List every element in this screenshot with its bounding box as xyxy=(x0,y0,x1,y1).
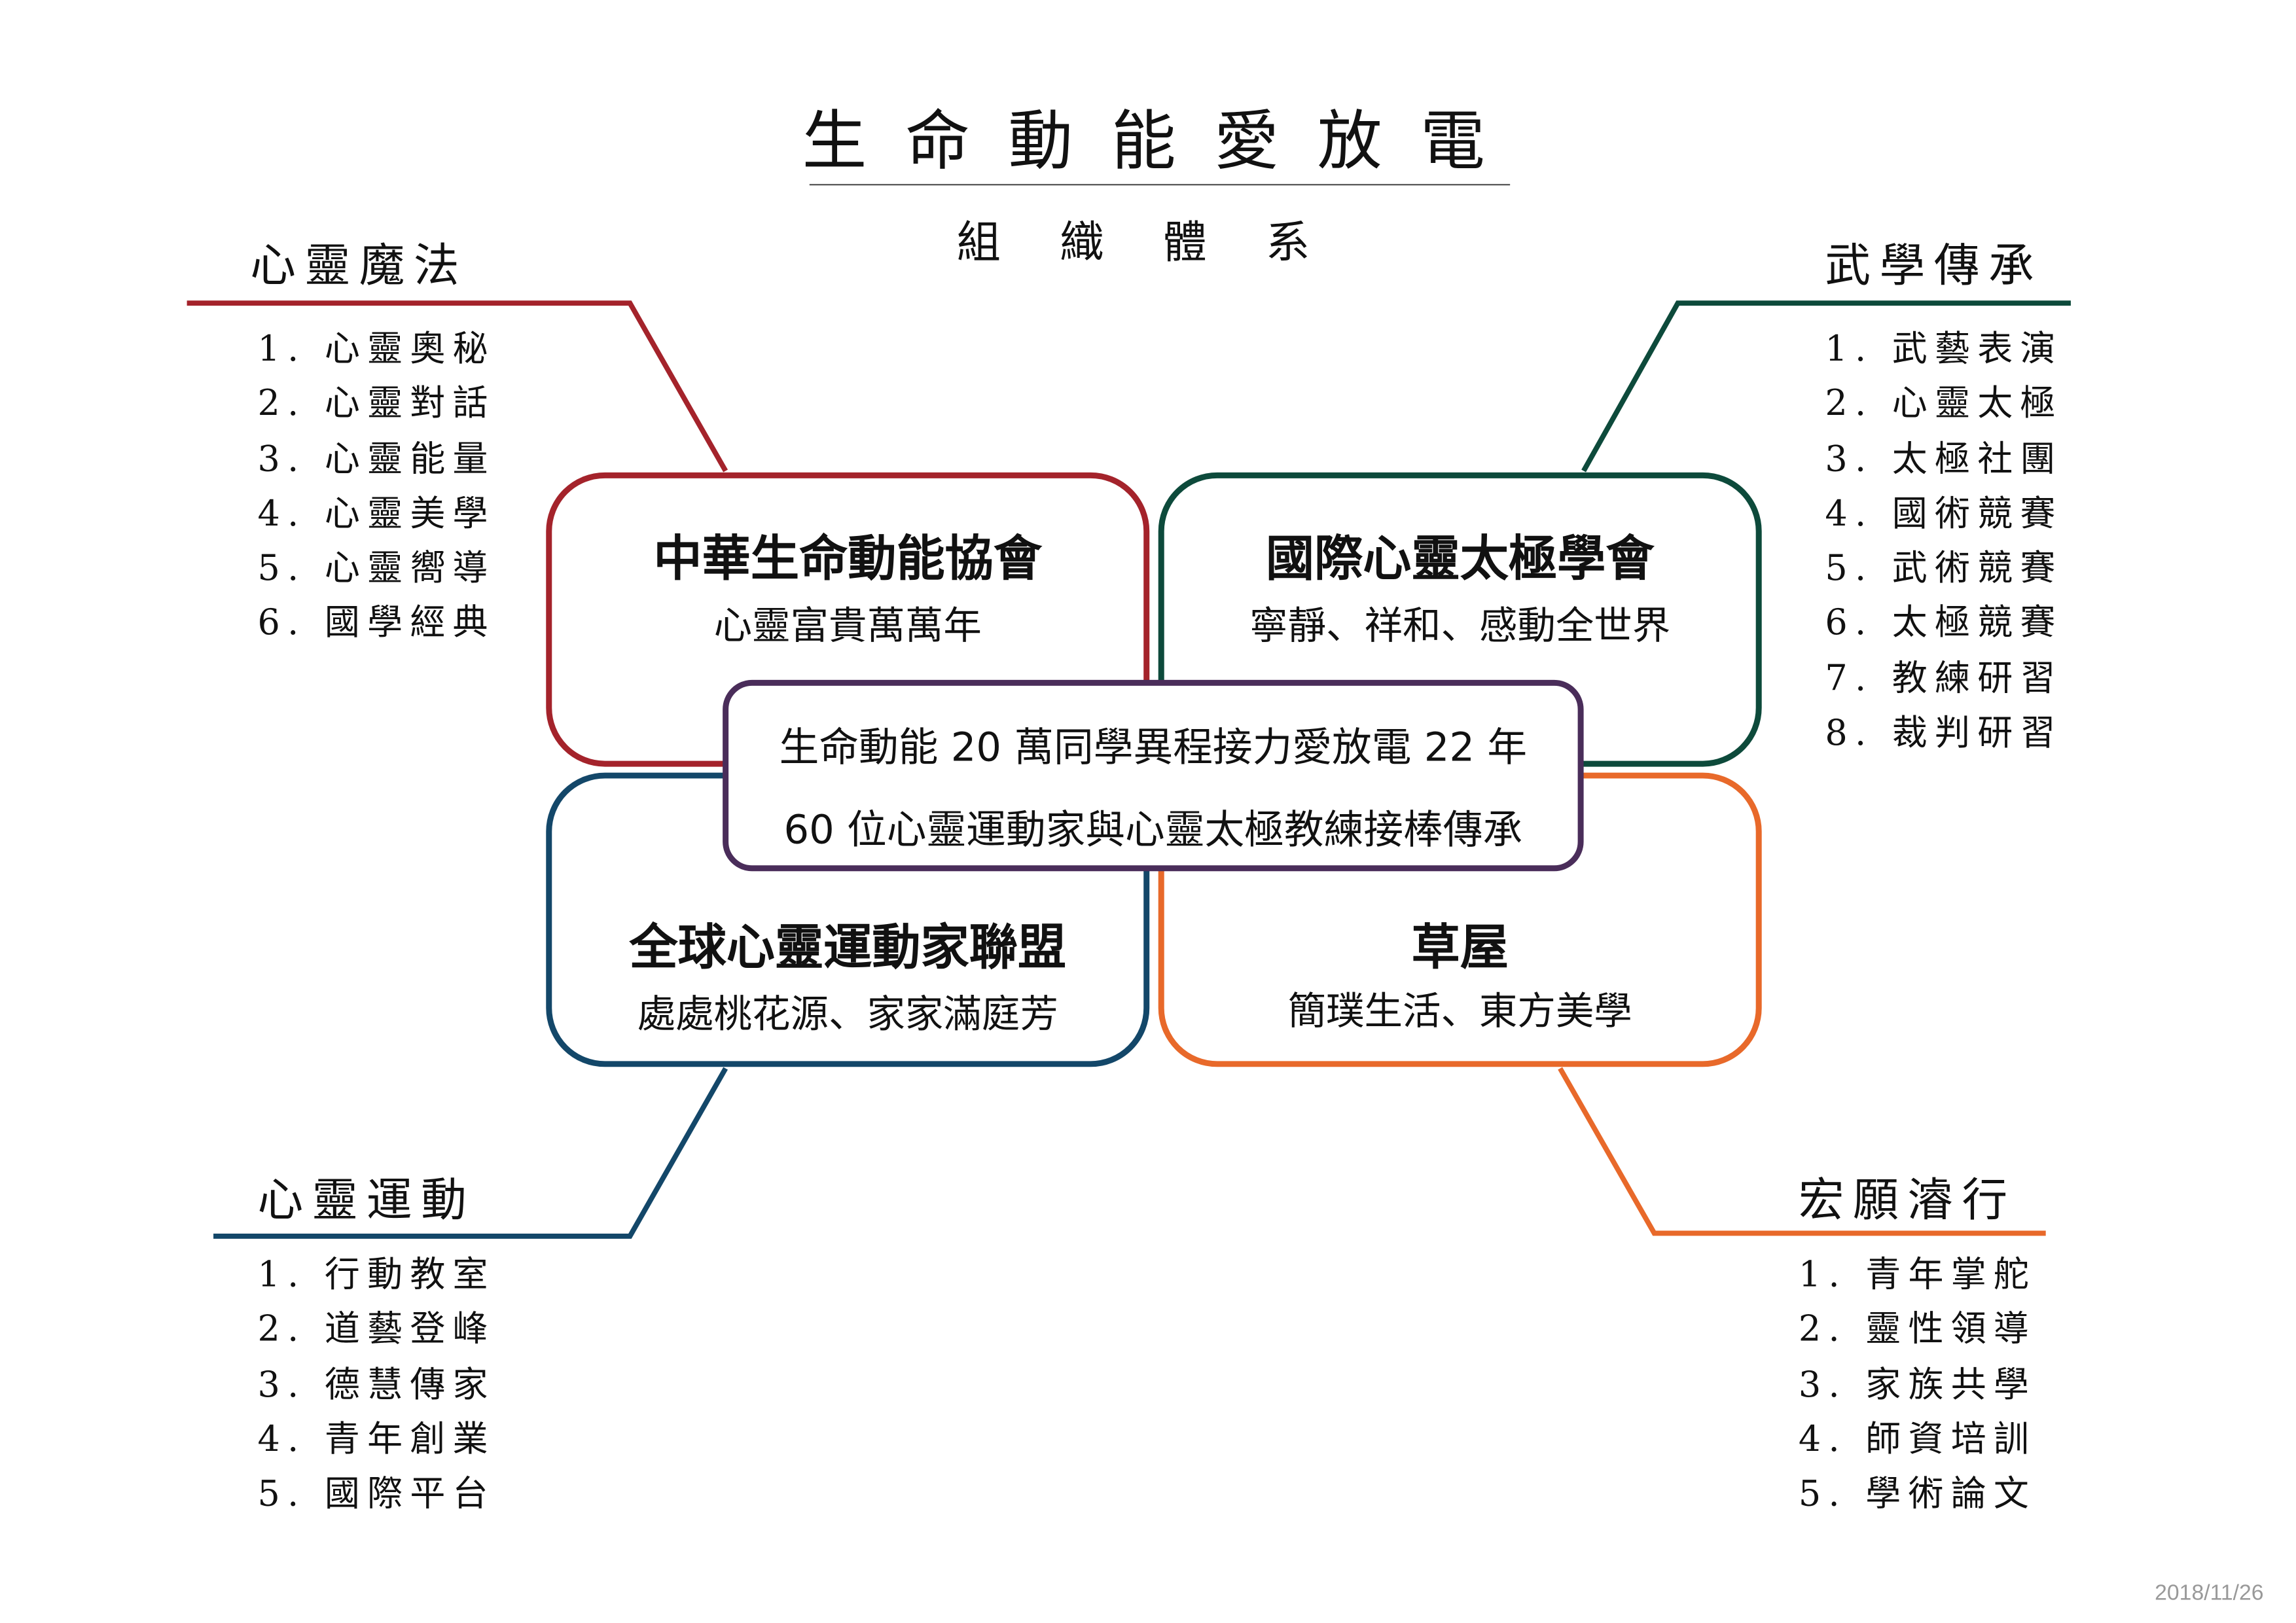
section-list-top-right: 1. 武藝表演 2. 心靈太極 3. 太極社團 4. 國術競賽 5. 武術競賽 … xyxy=(1825,322,2062,761)
list-item: 4. 國術競賽 xyxy=(1825,493,2063,535)
list-item: 3. 德慧傳家 xyxy=(257,1363,495,1405)
list-item: 1. 行動教室 xyxy=(257,1253,495,1295)
center-line-1: 生命動能 20 萬同學異程接力愛放電 22 年 xyxy=(779,725,1528,772)
section-title-top-right: 武學傳承 xyxy=(1825,240,2043,293)
orange-connector xyxy=(1558,1067,2046,1236)
date-stamp: 2018/11/26 xyxy=(2155,1580,2264,1606)
list-item: 5. 國際平台 xyxy=(257,1473,495,1515)
section-title-bottom-right: 宏願濬行 xyxy=(1798,1174,2017,1228)
page-title: 生命動能愛放電 xyxy=(802,104,1524,180)
list-item: 4. 青年創業 xyxy=(257,1418,495,1460)
org-motto: 處處桃花源、家家滿庭芳 xyxy=(637,993,1058,1038)
org-name: 草屋 xyxy=(1411,918,1509,976)
org-name: 全球心靈運動家聯盟 xyxy=(629,918,1067,976)
org-name: 中華生命動能協會 xyxy=(653,529,1043,588)
red-connector xyxy=(187,300,728,473)
list-item: 3. 心靈能量 xyxy=(257,438,495,480)
list-item: 1. 青年掌舵 xyxy=(1798,1253,2037,1295)
list-item: 2. 靈性領導 xyxy=(1798,1308,2037,1350)
list-item: 3. 家族共學 xyxy=(1798,1363,2037,1405)
list-item: 4. 師資培訓 xyxy=(1798,1418,2037,1460)
list-item: 1. 武藝表演 xyxy=(1825,328,2063,370)
green-connector xyxy=(1581,300,2071,473)
section-list-bottom-right: 1. 青年掌舵 2. 靈性領導 3. 家族共學 4. 師資培訓 5. 學術論文 xyxy=(1799,1248,2036,1522)
blue-connector xyxy=(213,1067,728,1239)
list-item: 1. 心靈奧秘 xyxy=(257,328,495,370)
org-motto: 心靈富貴萬萬年 xyxy=(713,605,982,649)
list-item: 2. 心靈對話 xyxy=(257,383,495,425)
list-item: 2. 心靈太極 xyxy=(1825,383,2063,425)
org-motto: 簡璞生活、東方美學 xyxy=(1287,990,1632,1035)
org-name: 國際心靈太極學會 xyxy=(1265,529,1655,588)
list-item: 4. 心靈美學 xyxy=(257,493,495,535)
center-line-2: 60 位心靈運動家與心靈太極教練接棒傳承 xyxy=(783,808,1523,854)
section-list-bottom-left: 1. 行動教室 2. 道藝登峰 3. 德慧傳家 4. 青年創業 5. 國際平台 xyxy=(258,1248,495,1522)
list-item: 6. 太極競賽 xyxy=(1825,602,2063,644)
list-item: 5. 武術競賽 xyxy=(1825,547,2063,589)
page-subtitle: 組織體系 xyxy=(956,217,1369,270)
list-item: 8. 裁判研習 xyxy=(1825,712,2063,754)
list-item: 2. 道藝登峰 xyxy=(257,1308,495,1350)
title-divider xyxy=(809,184,1511,186)
org-motto: 寧靜、祥和、感動全世界 xyxy=(1249,605,1671,649)
section-list-top-left: 1. 心靈奧秘 2. 心靈對話 3. 心靈能量 4. 心靈美學 5. 心靈嚮導 … xyxy=(258,322,495,651)
list-item: 5. 學術論文 xyxy=(1798,1473,2037,1515)
section-title-top-left: 心靈魔法 xyxy=(250,240,469,293)
list-item: 3. 太極社團 xyxy=(1825,438,2063,480)
center-box: 生命動能 20 萬同學異程接力愛放電 22 年 60 位心靈運動家與心靈太極教練… xyxy=(723,679,1584,872)
list-item: 5. 心靈嚮導 xyxy=(257,547,495,589)
list-item: 6. 國學經典 xyxy=(257,602,495,644)
section-title-bottom-left: 心靈運動 xyxy=(257,1174,476,1228)
list-item: 7. 教練研習 xyxy=(1825,657,2063,699)
